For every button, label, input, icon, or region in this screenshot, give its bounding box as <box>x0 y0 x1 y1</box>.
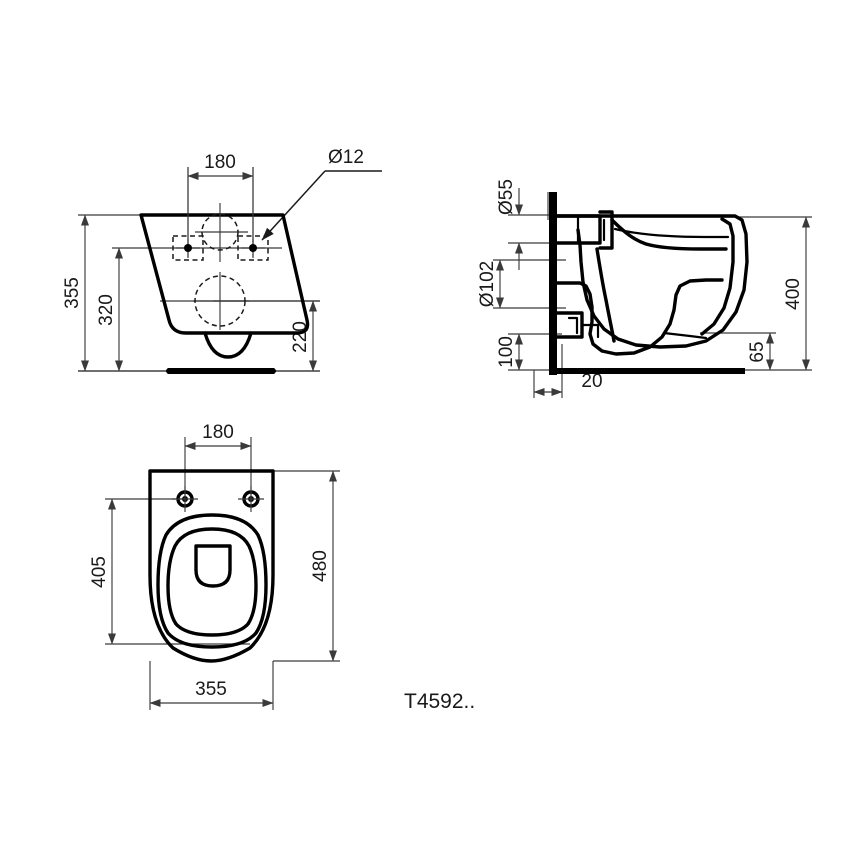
side-section-view: Ø55 Ø102 100 20 400 65 <box>477 179 812 398</box>
side-wall-line <box>549 192 557 375</box>
rear-inlet-circle <box>201 213 239 251</box>
plan-top-view: 180 405 480 355 <box>89 422 340 710</box>
product-code-label: T4592.. <box>404 690 475 713</box>
side-rim-line <box>613 227 730 239</box>
plan-bowl-rim-inner <box>166 527 258 637</box>
rear-callout-bolt-diameter-label: Ø12 <box>328 147 364 168</box>
side-dim-outlet-diameter-label: Ø102 <box>477 261 498 307</box>
side-dim-inlet-diameter: Ø55 <box>496 179 523 270</box>
side-dim-rim-offset: 65 <box>700 332 776 371</box>
rear-elevation-view: 180 355 320 220 Ø12 <box>62 147 382 374</box>
side-dim-outlet-height: 100 <box>496 333 523 371</box>
side-bowl-bottom-detail <box>662 331 708 340</box>
rear-dim-bolt-height: 320 <box>96 247 123 372</box>
plan-dim-inner-length-label: 405 <box>89 556 110 588</box>
rear-outlet-circle <box>194 275 246 327</box>
side-dim-inlet-diameter-label: Ø55 <box>496 179 517 215</box>
rear-outlet-boss <box>203 331 253 359</box>
rear-pan-outline <box>139 213 310 335</box>
side-floor-line <box>549 368 745 374</box>
plan-dim-bolt-spacing-label: 180 <box>202 422 234 443</box>
side-dim-projection-label: 400 <box>783 278 804 310</box>
plan-flush-tongue <box>194 544 232 588</box>
plan-bolt-hole-left <box>172 486 198 512</box>
rear-bolt-hole-right <box>237 235 269 261</box>
rear-dim-bolt-height-label: 320 <box>96 294 117 326</box>
plan-dim-total-length: 480 <box>310 470 337 662</box>
side-bowl-outline <box>555 214 749 349</box>
side-seat-edge <box>700 217 735 336</box>
side-waterway-profile <box>555 278 724 356</box>
rear-floor-bar <box>166 368 276 374</box>
rear-dim-total-height-label: 355 <box>62 277 83 309</box>
plan-dim-inner-length: 405 <box>89 498 116 645</box>
plan-dim-total-width-label: 355 <box>195 679 227 700</box>
side-dim-rim-offset-label: 65 <box>747 341 768 362</box>
plan-pan-outline <box>148 469 275 663</box>
rear-bolt-hole-left <box>172 235 204 261</box>
plan-bolt-hole-right <box>238 486 264 512</box>
rear-callout-bolt-diameter: Ø12 <box>261 147 382 241</box>
side-dim-wall-offset-label: 20 <box>581 371 602 392</box>
plan-dim-total-width: 355 <box>149 679 274 707</box>
side-dim-wall-offset: 20 <box>533 371 603 396</box>
plan-dim-bolt-spacing: 180 <box>184 422 252 450</box>
side-dim-outlet-diameter: Ø102 <box>477 259 504 309</box>
rear-dim-bolt-spacing-label: 180 <box>204 152 236 173</box>
side-dim-outlet-height-label: 100 <box>496 336 517 368</box>
side-trap-profile <box>595 247 616 343</box>
plan-dim-total-length-label: 480 <box>310 550 331 582</box>
rear-dim-bolt-spacing: 180 <box>187 152 254 180</box>
side-outlet-fitting <box>555 311 600 339</box>
rear-dim-total-height: 355 <box>62 214 89 372</box>
plan-bowl-rim-outer <box>156 513 268 649</box>
